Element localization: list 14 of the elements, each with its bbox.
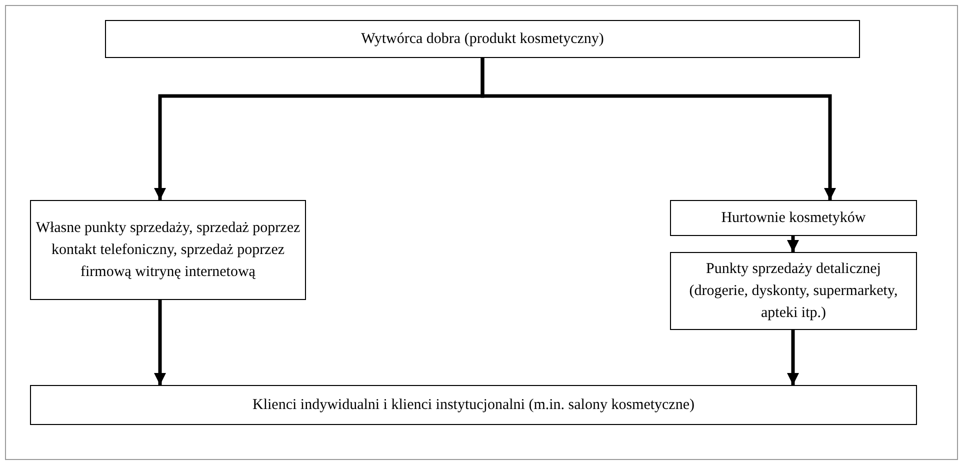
box-label: Klienci indywidualni i klienci instytucjonalni (m.in. salony kosmetyczne) [252, 396, 694, 415]
arrow [787, 236, 799, 252]
box-label: Wytwórca dobra (produkt kosmetyczny) [361, 30, 604, 49]
process-box [30, 200, 306, 300]
process-box [30, 385, 917, 425]
process-box [105, 20, 860, 58]
process-box [670, 200, 917, 236]
box-label: Hurtownie kosmetyków [721, 209, 866, 228]
box-label: Punkty sprzedaży detalicznej (drogerie, dyskonty, supermarkety, apteki itp.) [688, 260, 899, 323]
arrow [154, 300, 166, 385]
arrow [787, 330, 799, 385]
box-label: Własne punkty sprzedaży, sprzedaż poprzez kontakt telefoniczny, sprzedaż poprzez firmową witrynę internetową [35, 219, 301, 282]
arrow [480, 58, 836, 200]
process-box [670, 252, 917, 330]
